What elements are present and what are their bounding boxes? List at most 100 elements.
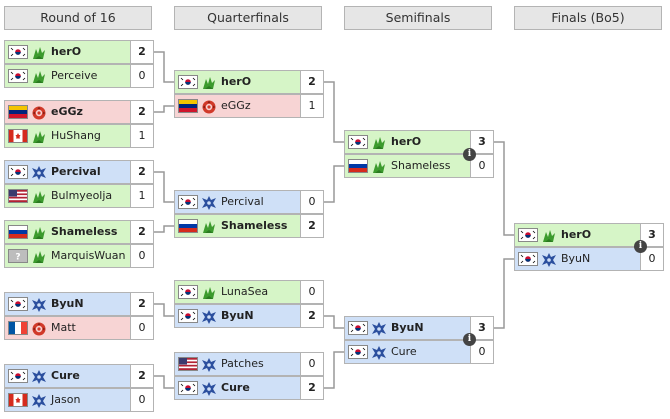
flag-icon bbox=[9, 70, 27, 82]
player-name[interactable]: ByuN bbox=[391, 321, 424, 334]
flag-icon bbox=[9, 106, 27, 118]
flag-icon bbox=[9, 322, 27, 334]
player-name[interactable]: Cure bbox=[221, 381, 250, 394]
protoss-icon bbox=[201, 285, 217, 301]
terran-icon bbox=[201, 195, 217, 211]
player-name[interactable]: Cure bbox=[391, 345, 417, 358]
flag-icon bbox=[9, 46, 27, 58]
player-name[interactable]: ByuN bbox=[221, 309, 254, 322]
round-header: Quarterfinals bbox=[174, 6, 322, 30]
player-name[interactable]: herO bbox=[561, 228, 592, 241]
protoss-icon bbox=[541, 228, 557, 244]
player-name[interactable]: ByuN bbox=[51, 297, 84, 310]
match-info-icon[interactable]: i bbox=[634, 240, 647, 253]
player-name[interactable]: MarquisWuan bbox=[51, 249, 126, 262]
player-slot[interactable]: Matt 0 bbox=[4, 316, 154, 340]
player-name[interactable]: ByuN bbox=[561, 252, 591, 265]
player-score: 3 bbox=[640, 224, 663, 246]
player-slot[interactable]: HuShang 1 bbox=[4, 124, 154, 148]
match-info-icon[interactable]: i bbox=[463, 148, 476, 161]
player-score: 2 bbox=[300, 71, 323, 93]
player-score: 0 bbox=[300, 191, 323, 213]
player-slot[interactable]: Shameless 2 bbox=[4, 220, 154, 244]
protoss-icon bbox=[31, 249, 47, 265]
player-name[interactable]: eGGz bbox=[221, 99, 251, 112]
connector-line bbox=[154, 303, 174, 317]
player-slot[interactable]: herO 3 bbox=[514, 223, 664, 247]
flag-icon bbox=[9, 190, 27, 202]
player-name[interactable]: Shameless bbox=[51, 225, 118, 238]
player-score: 0 bbox=[470, 155, 493, 177]
match-info-icon[interactable]: i bbox=[463, 333, 476, 346]
player-score: 0 bbox=[130, 65, 153, 87]
player-slot[interactable]: Percival 0 bbox=[174, 190, 324, 214]
player-score: 0 bbox=[470, 341, 493, 363]
flag-icon bbox=[179, 196, 197, 208]
protoss-icon bbox=[31, 225, 47, 241]
protoss-icon bbox=[371, 135, 387, 151]
terran-icon bbox=[201, 309, 217, 325]
connector-line bbox=[324, 165, 344, 203]
player-score: 1 bbox=[130, 125, 153, 147]
player-name[interactable]: Matt bbox=[51, 321, 76, 334]
player-score: 2 bbox=[130, 41, 153, 63]
player-score: 0 bbox=[640, 248, 663, 270]
round-header: Finals (Bo5) bbox=[514, 6, 662, 30]
protoss-icon bbox=[201, 219, 217, 235]
player-name[interactable]: herO bbox=[221, 75, 252, 88]
protoss-icon bbox=[201, 75, 217, 91]
terran-icon bbox=[541, 252, 557, 268]
player-score: 0 bbox=[130, 317, 153, 339]
player-name[interactable]: HuShang bbox=[51, 129, 101, 142]
player-slot[interactable]: herO 2 bbox=[4, 40, 154, 64]
flag-icon bbox=[9, 394, 27, 406]
player-name[interactable]: Jason bbox=[51, 393, 81, 406]
player-score: 3 bbox=[470, 317, 493, 339]
flag-icon bbox=[179, 76, 197, 88]
player-name[interactable]: Patches bbox=[221, 357, 264, 370]
player-name[interactable]: eGGz bbox=[51, 105, 83, 118]
player-score: 2 bbox=[300, 377, 323, 399]
connector-line bbox=[154, 105, 174, 113]
player-slot[interactable]: ByuN 0 bbox=[514, 247, 664, 271]
flag-icon bbox=[9, 226, 27, 238]
connector-line bbox=[494, 258, 514, 329]
player-name[interactable]: Percival bbox=[221, 195, 264, 208]
flag-icon bbox=[179, 286, 197, 298]
player-score: 2 bbox=[130, 221, 153, 243]
player-slot[interactable]: Perceive 0 bbox=[4, 64, 154, 88]
flag-icon bbox=[349, 160, 367, 172]
protoss-icon bbox=[31, 45, 47, 61]
player-name[interactable]: Cure bbox=[51, 369, 80, 382]
player-name[interactable]: Percival bbox=[51, 165, 101, 178]
player-slot[interactable]: herO 2 bbox=[174, 70, 324, 94]
player-score: 0 bbox=[130, 245, 153, 267]
connector-line bbox=[324, 81, 344, 143]
terran-icon bbox=[371, 321, 387, 337]
player-name[interactable]: herO bbox=[391, 135, 422, 148]
flag-icon bbox=[349, 346, 367, 358]
player-name[interactable]: herO bbox=[51, 45, 82, 58]
player-name[interactable]: Bulmyeolja bbox=[51, 189, 113, 202]
flag-icon bbox=[179, 100, 197, 112]
player-score: 0 bbox=[300, 353, 323, 375]
player-name[interactable]: Perceive bbox=[51, 69, 98, 82]
player-slot[interactable]: Cure 2 bbox=[174, 376, 324, 400]
player-name[interactable]: LunaSea bbox=[221, 285, 269, 298]
player-name[interactable]: Shameless bbox=[221, 219, 288, 232]
player-name[interactable]: Shameless bbox=[391, 159, 451, 172]
player-slot[interactable]: Patches 0 bbox=[174, 352, 324, 376]
